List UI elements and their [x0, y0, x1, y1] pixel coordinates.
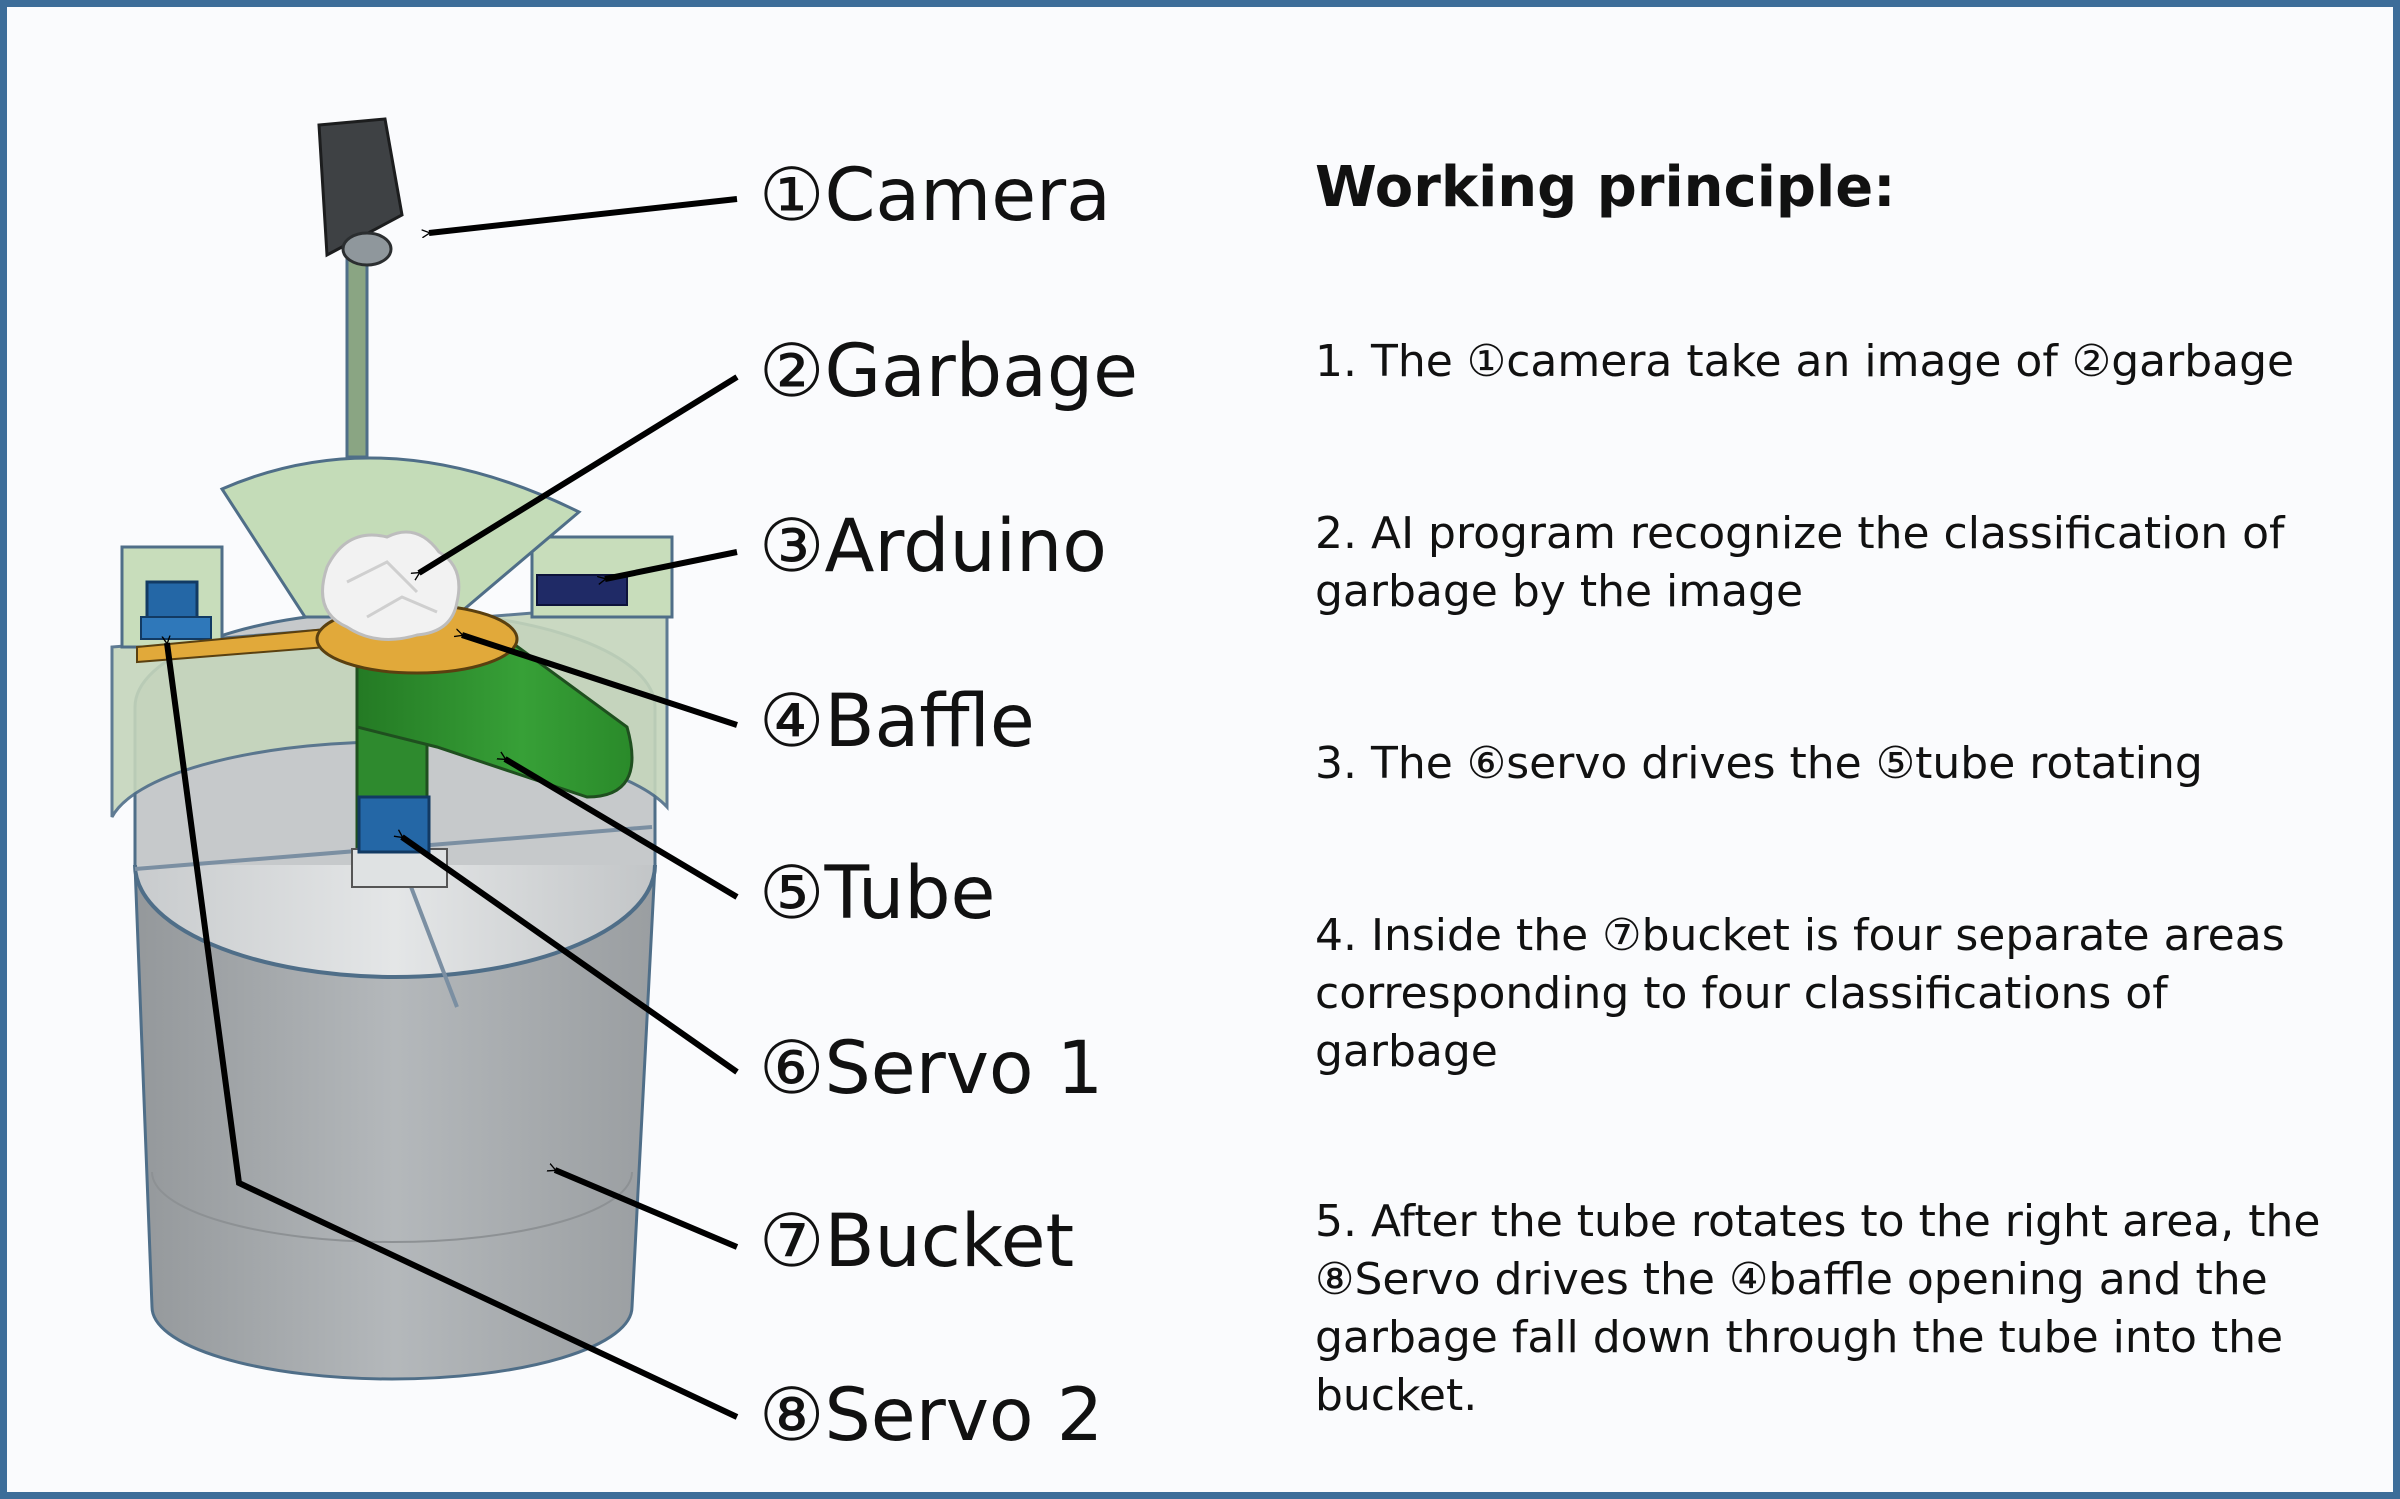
arrow-arduino [605, 549, 738, 579]
label-baffle: ④Baffle [759, 679, 1035, 764]
label-bucket: ⑦Bucket [759, 1199, 1075, 1284]
principle-step-1: 1. The ①camera take an image of ②garbage [1315, 336, 2295, 387]
arrow-bucket [555, 1170, 739, 1250]
principle-step-4: 4. Inside the ⑦bucket is four separate a… [1315, 910, 2285, 1077]
callout-arrows [167, 196, 739, 1420]
arrow-garbage [419, 374, 739, 573]
arrow-camera [429, 196, 738, 233]
label-servo-2: ⑧Servo 2 [759, 1373, 1104, 1458]
principle-title: Working principle: [1315, 155, 1896, 220]
arrow-servo-2 [167, 643, 739, 1420]
principle-step-2: 2. AI program recognize the classificati… [1315, 508, 2285, 617]
arrow-tube [505, 759, 739, 900]
label-tube: ⑤Tube [759, 851, 996, 936]
principle-step-5: 5. After the tube rotates to the right a… [1315, 1196, 2321, 1421]
camera-pole [345, 255, 369, 459]
label-garbage: ②Garbage [759, 329, 1139, 414]
garbage [321, 530, 461, 641]
arrow-servo-1 [402, 837, 739, 1075]
label-camera: ①Camera [759, 153, 1111, 238]
servo-2 [140, 580, 212, 640]
label-servo-1: ⑥Servo 1 [759, 1026, 1104, 1111]
label-arduino: ③Arduino [759, 504, 1107, 589]
garbage-sorter-illustration [110, 117, 739, 1420]
camera [317, 117, 404, 267]
arrow-baffle [462, 635, 738, 728]
principle-step-3: 3. The ⑥servo drives the ⑤tube rotating [1315, 738, 2203, 789]
